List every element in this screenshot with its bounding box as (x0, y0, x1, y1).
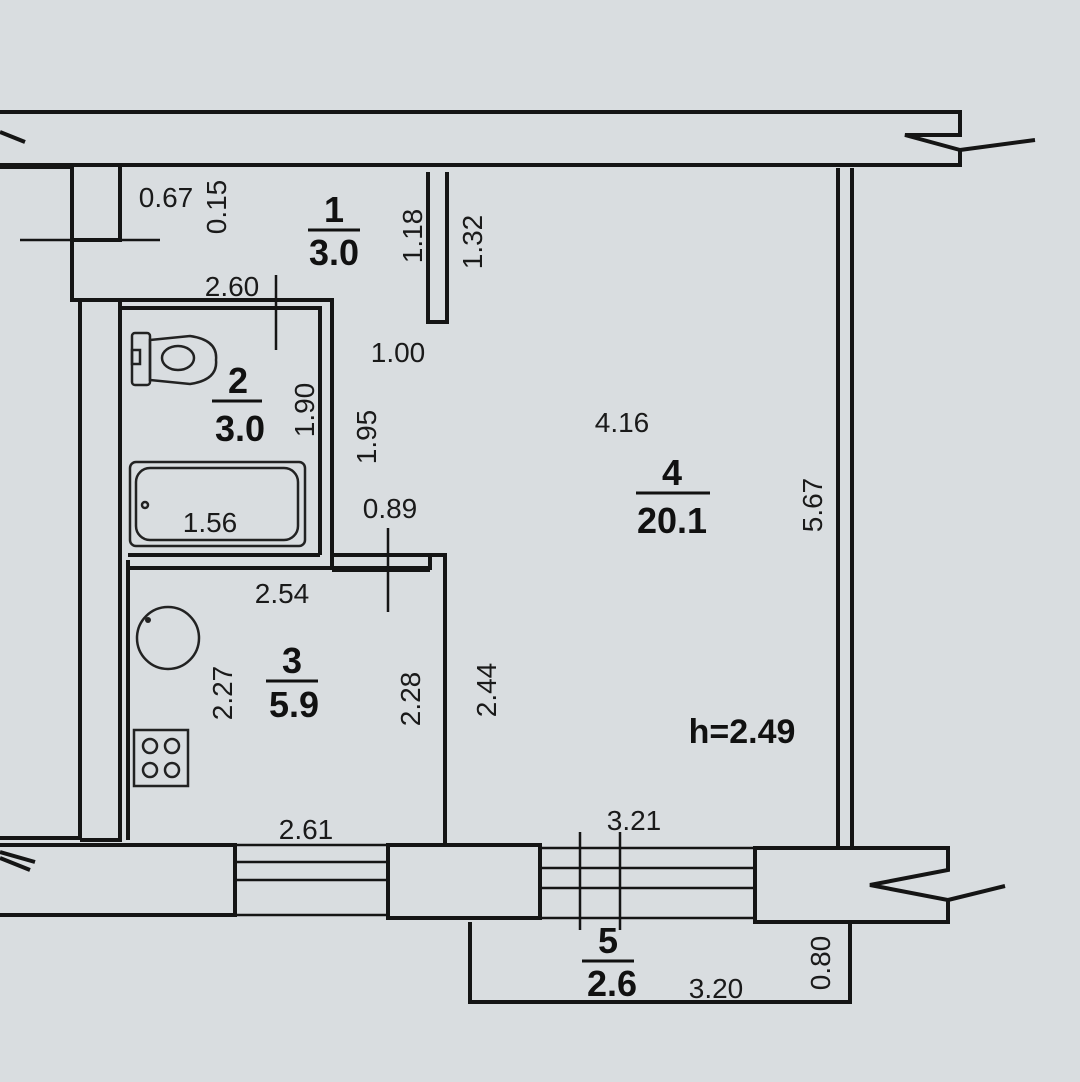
bottom-right-break (947, 884, 1006, 902)
dim-1-18: 1.18 (397, 209, 428, 264)
room4-right-wall (836, 168, 854, 850)
top-wall-break (959, 138, 1036, 152)
dimension-labels: 0.67 0.15 1.18 1.32 2.60 1.00 1.90 1.95 … (139, 180, 836, 1004)
dim-1-00: 1.00 (371, 337, 426, 368)
dim-2-44: 2.44 (471, 663, 502, 718)
bottom-right-wall (753, 846, 950, 924)
room-3-number: 3 (282, 640, 302, 681)
room-3-label: 3 5.9 (266, 640, 319, 725)
dim-1-90: 1.90 (289, 383, 320, 438)
dim-2-27: 2.27 (207, 666, 238, 721)
bottom-left-break (0, 850, 36, 872)
room-5-label: 5 2.6 (582, 920, 637, 1004)
top-left-break (0, 130, 26, 144)
dim-1-95: 1.95 (351, 410, 382, 465)
dim-2-61: 2.61 (279, 814, 334, 845)
dim-3-20: 3.20 (689, 973, 744, 1004)
bottom-pier (386, 843, 542, 920)
dim-5-67: 5.67 (797, 478, 828, 533)
dim-2-54: 2.54 (255, 578, 310, 609)
dim-tick-3 (578, 832, 622, 930)
entry-partition (426, 172, 449, 324)
dim-1-32: 1.32 (457, 215, 488, 270)
room-1-number: 1 (324, 189, 344, 230)
room-3-area: 5.9 (269, 684, 319, 725)
dim-1-56: 1.56 (183, 507, 238, 538)
room-2-label: 2 3.0 (212, 360, 265, 449)
walls (0, 110, 1036, 1004)
room-2-area: 3.0 (215, 408, 265, 449)
bottom-window-1 (235, 843, 388, 917)
room-2-number: 2 (228, 360, 248, 401)
dim-0-80: 0.80 (805, 936, 836, 991)
left-outer-wall-2 (0, 240, 82, 840)
dim-2-28: 2.28 (395, 672, 426, 727)
room-4-label: 4 20.1 (636, 452, 710, 541)
top-wall (0, 110, 962, 167)
room-4-area: 20.1 (637, 500, 707, 541)
room-5-number: 5 (598, 920, 618, 961)
dim-2-60: 2.60 (205, 271, 260, 302)
toilet-icon (130, 331, 218, 387)
dim-0-89: 0.89 (363, 493, 418, 524)
left-partition (72, 298, 122, 842)
room-1-area: 3.0 (309, 232, 359, 273)
bath-top-wall (120, 298, 334, 570)
left-outer-wall (0, 165, 122, 242)
bathtub-icon (128, 460, 307, 548)
room-4-number: 4 (662, 452, 682, 493)
stove-icon (132, 728, 190, 788)
bottom-wall (0, 843, 237, 917)
balcony-outline (468, 922, 852, 1004)
dim-4-16: 4.16 (595, 407, 650, 438)
dim-3-21: 3.21 (607, 805, 662, 836)
ceiling-height: h=2.49 (689, 713, 796, 751)
dim-0-67: 0.67 (139, 182, 194, 213)
kitchen-partition (332, 553, 435, 572)
sink-icon (135, 605, 201, 671)
room-5-area: 2.6 (587, 963, 637, 1004)
bottom-window-2 (540, 846, 755, 920)
room-1-label: 1 3.0 (308, 189, 360, 273)
dim-0-15: 0.15 (201, 180, 232, 235)
